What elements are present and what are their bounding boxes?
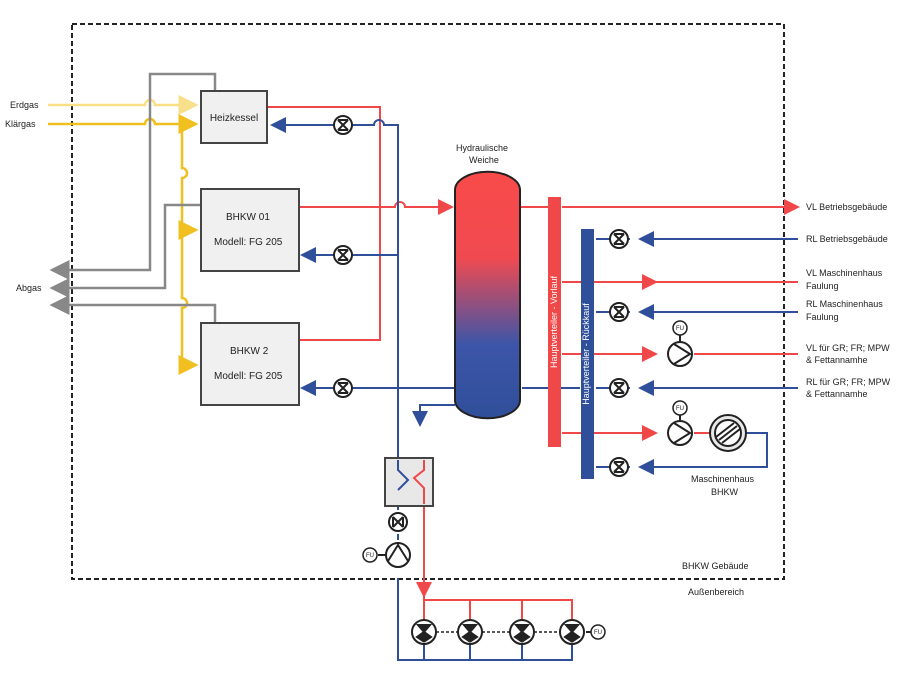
- chp2-name: BHKW 2: [230, 346, 269, 357]
- building-boundary: [71, 23, 785, 580]
- valve-icon: [609, 457, 629, 477]
- outside-area-label: Außenbereich: [688, 587, 745, 597]
- hydraulic-separator-tank: [454, 170, 521, 420]
- consumer-label: VL für GR; FR; MPW: [806, 343, 890, 353]
- valve-icon: [333, 115, 353, 135]
- fu-icon: [362, 547, 378, 563]
- pump-icon: [667, 341, 693, 367]
- fu-label: FU: [676, 406, 684, 412]
- heat-exchanger: [384, 457, 434, 507]
- erdgas-label: Erdgas: [10, 100, 39, 110]
- consumer-label: & Fettannamhe: [806, 389, 868, 399]
- abgas-label: Abgas: [16, 283, 42, 293]
- consumer-label: Faulung: [806, 281, 839, 291]
- klaergas-line: [48, 114, 199, 375]
- fu-label: FU: [676, 326, 684, 332]
- fu-labels: FU FU FU FU: [366, 326, 684, 636]
- pumps: [378, 335, 693, 633]
- flow-meters: [333, 115, 629, 532]
- consumer-label: Faulung: [806, 312, 839, 322]
- boiler-label: Heizkessel: [209, 113, 259, 124]
- consumer-label: RL Betriebsgebäude: [806, 234, 888, 244]
- machine-house-unit: [709, 414, 747, 452]
- boiler-box: Heizkessel: [200, 90, 268, 144]
- outside-loop-supply: [416, 490, 573, 620]
- chp1-box: BHKW 01 Modell: FG 205: [200, 188, 300, 272]
- tank-label-1: Hydraulische: [456, 143, 509, 153]
- consumer-label: VL Betriebsgebäude: [806, 202, 888, 212]
- pump-icon: [667, 420, 693, 446]
- valve-icon: [609, 229, 629, 249]
- return-manifold-label: Hauptverteiler - Rückkauf: [581, 303, 591, 405]
- fan-icon: [509, 619, 535, 645]
- chp2-model: Modell: FG 205: [214, 371, 283, 382]
- consumer-label: & Fettannamhe: [806, 355, 868, 365]
- chp1-model: Modell: FG 205: [214, 237, 283, 248]
- chp1-name: BHKW 01: [226, 212, 270, 223]
- tank-label-2: Weiche: [469, 155, 499, 165]
- building-area-label: BHKW Gebäude: [682, 561, 749, 571]
- supply-manifold-label: Hauptverteiler - Vorlauf: [549, 275, 559, 369]
- klaergas-label: Klärgas: [5, 119, 36, 129]
- valve-icon: [388, 512, 408, 532]
- consumer-supply-lines: [562, 199, 800, 441]
- fu-label: FU: [594, 630, 602, 636]
- fu-drives: [362, 320, 688, 640]
- return-manifold: [581, 229, 594, 479]
- dry-coolers: [411, 619, 585, 645]
- fu-icon: [672, 320, 688, 336]
- fu-icon: [590, 624, 606, 640]
- generator-supply-lines: [268, 106, 454, 341]
- pump-icon: [385, 542, 411, 568]
- valve-icon: [333, 245, 353, 265]
- consumer-label: VL Maschinenhaus: [806, 268, 883, 278]
- valve-icon: [333, 378, 353, 398]
- erdgas-line: [48, 95, 199, 115]
- fan-icon: [457, 619, 483, 645]
- chp2-box: BHKW 2 Modell: FG 205: [200, 322, 300, 406]
- fan-icon: [411, 619, 437, 645]
- consumer-label: RL Maschinenhaus: [806, 299, 883, 309]
- consumer-label: RL für GR; FR; MPW: [806, 377, 891, 387]
- valve-icon: [609, 378, 629, 398]
- exhaust-lines: [49, 72, 217, 323]
- fan-icon: [559, 619, 585, 645]
- fu-label: FU: [366, 553, 374, 559]
- machine-house-label-1: Maschinenhaus: [691, 474, 755, 484]
- machine-house-label-2: BHKW: [711, 487, 738, 497]
- supply-manifold: [548, 197, 561, 447]
- valve-icon: [609, 302, 629, 322]
- fu-icon: [672, 400, 688, 416]
